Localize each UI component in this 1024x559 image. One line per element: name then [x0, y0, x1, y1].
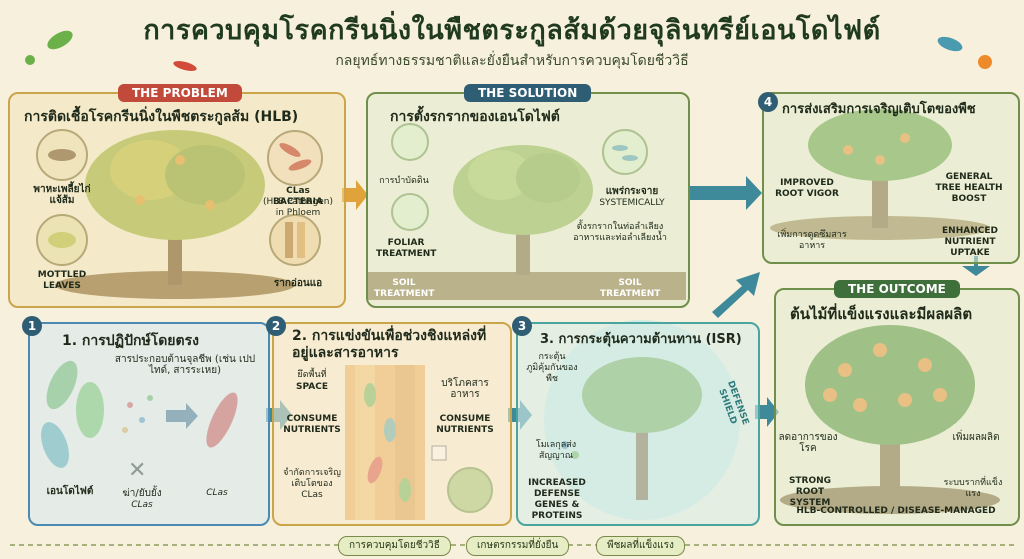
- roots-label: รากอ่อนแอ: [273, 278, 323, 289]
- step-2-badge: 2: [266, 316, 286, 336]
- signal-label: โมเลกุลส่งสัญญาณ: [535, 440, 577, 461]
- infected-tree-illustration: [55, 130, 295, 299]
- more-yield-label: เพิ่มผลผลิต: [952, 432, 1000, 443]
- limit-label: จำกัดการเจริญเติบโตของ CLas: [283, 468, 341, 500]
- step3-panel: [516, 322, 760, 526]
- page-title: การควบคุมโรคกรีนนิ่งในพืชตระกูลส้มด้วยจุ…: [143, 15, 881, 46]
- consume-right-label: CONSUME NUTRIENTS: [436, 414, 494, 435]
- spread-en-label: SYSTEMICALLY: [599, 198, 665, 208]
- solution-panel: [366, 92, 690, 308]
- solution-tag: THE SOLUTION: [464, 84, 592, 102]
- root-vigor-label: IMPROVED ROOT VIGOR: [775, 178, 839, 199]
- problem-tag: THE PROBLEM: [118, 84, 242, 102]
- space-en-label: SPACE: [296, 382, 328, 392]
- managed-label: HLB-CONTROLLED / DISEASE-MANAGED: [796, 506, 996, 516]
- clas-label: CLas: [206, 488, 228, 498]
- kill-sublabel: CLas: [131, 500, 153, 510]
- consume-left-label: CONSUME NUTRIENTS: [283, 414, 341, 435]
- step2-title: 2. การแข่งขันเพื่อช่วงชิงแหล่งที่อยู่และ…: [292, 328, 487, 361]
- page-subtitle: กลยุทธ์ทางธรรมชาติและยั่งยืนสำหรับการควบ…: [335, 53, 689, 69]
- kill-label: ฆ่า/ยับยั้ง: [122, 488, 162, 499]
- footer-chip-healthy: พืชผลที่แข็งแรง: [596, 536, 685, 556]
- defense-genes-label: INCREASED DEFENSE GENES & PROTEINS: [528, 478, 586, 521]
- solution-title: การตั้งรกรากของเอนโดไฟต์: [390, 109, 560, 125]
- footer-chip-sustainable: เกษตรกรรมที่ยั่งยืน: [466, 536, 570, 556]
- strong-root-label: STRONG ROOT SYSTEM: [788, 476, 832, 508]
- soil-app-label: การบำบัดดิน: [379, 176, 429, 186]
- foliar-label: FOLIAR TREATMENT: [376, 238, 437, 259]
- less-disease-label: ลดอาการของโรค: [778, 432, 838, 454]
- soil-right-label: SOIL TREATMENT: [600, 278, 661, 299]
- step3-title: 3. การกระตุ้นความต้านทาน (ISR): [540, 332, 742, 347]
- spread-th-label: แพร่กระจาย: [605, 186, 659, 197]
- step-3-badge: 3: [512, 316, 532, 336]
- bacteria-magnifier-icon: [267, 130, 323, 186]
- step-4-badge: 4: [758, 92, 778, 112]
- health-boost-label: GENERAL TREE HEALTH BOOST: [935, 172, 1003, 204]
- compounds-label: สารประกอบต้านจุลชีพ (เช่น เปปไทด์, สารระ…: [114, 354, 256, 376]
- growth-title: การส่งเสริมการเจริญเติบโตของพืช: [782, 102, 976, 117]
- phloem-cross-section-icon: [269, 214, 321, 266]
- absorb-label: เพิ่มการดูดซึมสารอาหาร: [777, 230, 847, 251]
- growth-panel: [762, 92, 1020, 264]
- mottled-label: MOTTLED LEAVES: [37, 270, 87, 291]
- step1-title: 1. การปฏิปักษ์โดยตรง: [62, 333, 199, 349]
- nutrient-uptake-label: ENHANCED NUTRIENT UPTAKE: [942, 226, 998, 258]
- footer-chip-biocontrol: การควบคุมโดยชีววิธี: [338, 536, 451, 556]
- psyllid-icon: [36, 129, 88, 181]
- bacteria-sublabel: (HLB Pathogen) in Phloem: [262, 197, 334, 218]
- problem-title: การติดเชื้อโรคกรีนนิ่งในพืชตระกูลส้ม (HL…: [24, 109, 299, 125]
- outcome-tag: THE OUTCOME: [834, 280, 960, 298]
- bacteria-label: CLas BACTERIA: [273, 186, 323, 207]
- consume-th-label: บริโภคสารอาหาร: [441, 378, 489, 400]
- space-th-label: ยึดพื้นที่: [297, 370, 327, 380]
- colonize-label: ตั้งรกรากในท่อลำเลียงอาหารและท่อลำเลียงน…: [573, 222, 667, 243]
- step-1-badge: 1: [22, 316, 42, 336]
- bacteria-icon: [25, 30, 992, 71]
- strong-root-th-label: ระบบรากที่แข็งแรง: [943, 478, 1003, 499]
- step1-panel: [28, 322, 270, 526]
- mottled-leaf-icon: [36, 214, 88, 266]
- immune-label: กระตุ้นภูมิคุ้มกันของพืช: [526, 352, 578, 384]
- outcome-title: ต้นไม้ที่แข็งแรงและมีผลผลิต: [790, 305, 973, 323]
- step2-panel: [272, 322, 512, 526]
- psyllid-label: พาหะเพลี้ยไก่แจ้ส้ม: [33, 184, 91, 206]
- soil-left-label: SOIL TREATMENT: [374, 278, 435, 299]
- endophyte-label: เอนโดไฟต์: [46, 486, 94, 497]
